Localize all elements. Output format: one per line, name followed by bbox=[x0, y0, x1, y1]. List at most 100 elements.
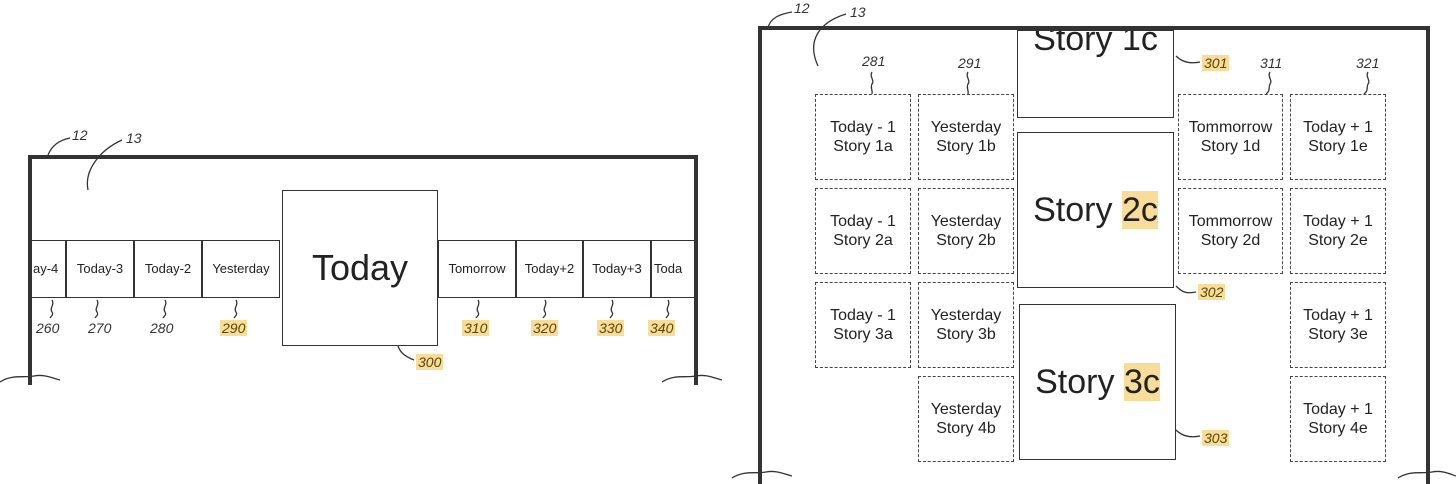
cell-line: Story 1e bbox=[1308, 138, 1368, 155]
cell-text: Today - 1 Story 1a bbox=[830, 118, 896, 156]
strip-cell-today-plus-4[interactable]: Toda bbox=[651, 240, 695, 298]
ref-303: 303 bbox=[1202, 430, 1230, 446]
ref-310: 310 bbox=[462, 320, 490, 336]
cell-line: Story 2e bbox=[1308, 232, 1368, 249]
leader-12-left bbox=[47, 137, 71, 156]
right-display-frame bbox=[758, 26, 1430, 484]
cell-line: Today - 1 bbox=[830, 306, 896, 324]
cell-line: Story 1a bbox=[833, 138, 893, 155]
story-3a-box[interactable]: Today - 1 Story 3a bbox=[815, 282, 911, 368]
ref-291: 291 bbox=[958, 55, 982, 71]
cell-line: Story 2b bbox=[936, 232, 996, 249]
ref-311: 311 bbox=[1260, 55, 1283, 71]
ref-300: 300 bbox=[416, 354, 444, 370]
story-2a-box[interactable]: Today - 1 Story 2a bbox=[815, 188, 911, 274]
cell-text: Today + 1 Story 1e bbox=[1303, 118, 1373, 156]
cell-line: Yesterday bbox=[930, 212, 1002, 230]
cell-line: Today + 1 bbox=[1303, 400, 1373, 418]
story-1c-box[interactable]: Story 1c bbox=[1017, 30, 1174, 118]
cell-line: Tommorrow bbox=[1188, 212, 1273, 230]
ref-301: 301 bbox=[1202, 55, 1230, 71]
ref-13-left: 13 bbox=[126, 130, 142, 146]
story-2c-suffix: 2c bbox=[1121, 190, 1158, 229]
ref-270: 270 bbox=[88, 320, 112, 336]
cell-line: Today - 1 bbox=[830, 212, 896, 230]
strip-cell-tomorrow[interactable]: Tomorrow bbox=[438, 240, 516, 298]
story-1c-label: Story 1c bbox=[1033, 30, 1158, 58]
ref-281: 281 bbox=[862, 53, 886, 69]
today-box[interactable]: Today bbox=[282, 190, 438, 346]
cell-line: Story 2d bbox=[1200, 232, 1261, 249]
ref-290: 290 bbox=[220, 320, 248, 336]
story-1a-box[interactable]: Today - 1 Story 1a bbox=[815, 94, 911, 180]
ref-280: 280 bbox=[150, 320, 174, 336]
cell-line: Story 4b bbox=[936, 420, 996, 437]
ref-260: 260 bbox=[36, 320, 60, 336]
cell-line: Story 2a bbox=[833, 232, 893, 249]
strip-cell-today-plus-3[interactable]: Today+3 bbox=[583, 240, 651, 298]
story-3c-box[interactable]: Story 3c bbox=[1019, 304, 1176, 460]
story-2c-box[interactable]: Story 2c bbox=[1017, 132, 1174, 288]
cell-line: Story 1d bbox=[1200, 138, 1261, 155]
strip-cell-label: Today-2 bbox=[144, 261, 192, 277]
story-1e-box[interactable]: Today + 1 Story 1e bbox=[1290, 94, 1386, 180]
cell-text: Today - 1 Story 2a bbox=[830, 212, 896, 250]
cell-text: Today + 1 Story 4e bbox=[1303, 400, 1373, 438]
cell-line: Today + 1 bbox=[1303, 212, 1373, 230]
strip-cell-label: ay-4 bbox=[33, 261, 59, 277]
strip-cell-today-minus-3[interactable]: Today-3 bbox=[66, 240, 134, 298]
ref-320: 320 bbox=[531, 320, 559, 336]
cell-line: Yesterday bbox=[930, 118, 1002, 136]
cell-line: Today + 1 bbox=[1303, 306, 1373, 324]
cell-line: Tommorrow bbox=[1188, 118, 1273, 136]
cell-line: Story 3b bbox=[936, 326, 996, 343]
strip-cell-yesterday[interactable]: Yesterday bbox=[202, 240, 280, 298]
strip-cell-today-plus-2[interactable]: Today+2 bbox=[516, 240, 583, 298]
story-2c-prefix: Story bbox=[1033, 190, 1122, 229]
strip-cell-today-minus-2[interactable]: Today-2 bbox=[134, 240, 202, 298]
story-2e-box[interactable]: Today + 1 Story 2e bbox=[1290, 188, 1386, 274]
story-3c-suffix: 3c bbox=[1123, 362, 1160, 401]
cell-line: Yesterday bbox=[930, 306, 1002, 324]
cell-line: Today - 1 bbox=[830, 118, 896, 136]
strip-cell-label: Today+2 bbox=[524, 261, 575, 277]
strip-cell-today-minus-4[interactable]: ay-4 bbox=[30, 240, 66, 298]
strip-cell-label: Tomorrow bbox=[448, 261, 506, 277]
cell-line: Story 4e bbox=[1308, 420, 1368, 437]
story-4e-box[interactable]: Today + 1 Story 4e bbox=[1290, 376, 1386, 462]
cell-text: Today + 1 Story 3e bbox=[1303, 306, 1373, 344]
ref-12-left: 12 bbox=[72, 127, 88, 143]
cell-text: Today + 1 Story 2e bbox=[1303, 212, 1373, 250]
story-3c-prefix: Story bbox=[1035, 362, 1124, 401]
cell-line: Story 3e bbox=[1308, 326, 1368, 343]
cell-line: Today + 1 bbox=[1303, 118, 1373, 136]
cell-text: Today - 1 Story 3a bbox=[830, 306, 896, 344]
cell-line: Yesterday bbox=[930, 400, 1002, 418]
story-3e-box[interactable]: Today + 1 Story 3e bbox=[1290, 282, 1386, 368]
story-2c-label: Story 2c bbox=[1033, 190, 1158, 231]
ref-12-right: 12 bbox=[794, 0, 810, 16]
ref-302: 302 bbox=[1198, 284, 1226, 300]
ref-321: 321 bbox=[1356, 55, 1380, 71]
ref-340: 340 bbox=[648, 320, 676, 336]
strip-cell-label: Yesterday bbox=[212, 261, 270, 277]
story-3c-label: Story 3c bbox=[1035, 362, 1160, 403]
strip-cell-label: Toda bbox=[654, 261, 683, 277]
strip-cell-label: Today-3 bbox=[76, 261, 124, 277]
ref-330: 330 bbox=[597, 320, 625, 336]
cell-line: Story 3a bbox=[833, 326, 893, 343]
ref-13-right: 13 bbox=[850, 4, 866, 20]
strip-cell-label: Today+3 bbox=[592, 261, 642, 277]
